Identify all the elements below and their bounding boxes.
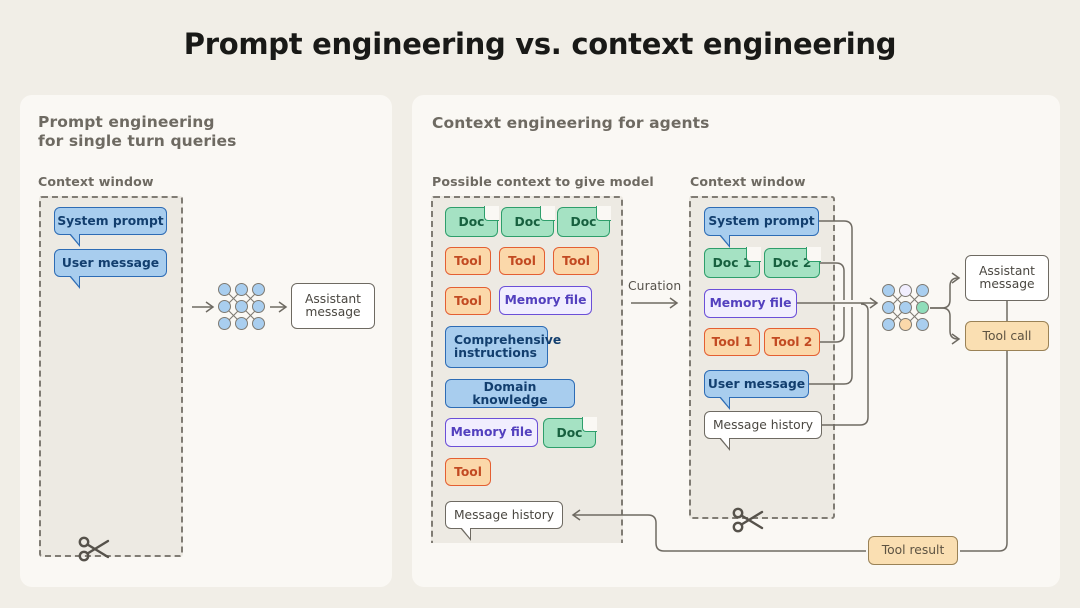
chip-tool[interactable]: Tool (445, 247, 491, 275)
scissors-icon (732, 506, 766, 538)
chip-assistant-message[interactable]: Assistant message (965, 255, 1049, 301)
chip-label: Tool 2 (771, 334, 813, 349)
chip-label: Tool call (982, 328, 1032, 343)
chip-memory-file[interactable]: Memory file (704, 289, 797, 318)
left-context-window-label: Context window (38, 174, 154, 189)
chip-label: System prompt (57, 213, 164, 228)
chip-label: Tool (454, 293, 482, 308)
chip-tool[interactable]: Tool (499, 247, 545, 275)
chip-label: Doc 1 (712, 255, 752, 270)
chip-label: Memory file (504, 293, 587, 307)
page-title: Prompt engineering vs. context engineeri… (183, 27, 897, 61)
chip-label: Assistant message (304, 292, 362, 319)
chip-system-prompt[interactable]: System prompt (54, 207, 167, 247)
panel-prompt-engineering: Prompt engineering for single turn queri… (20, 95, 392, 587)
chip-tool-result[interactable]: Tool result (868, 536, 958, 565)
chip-message-history[interactable]: Message history (704, 411, 822, 451)
chip-label: System prompt (708, 214, 815, 228)
chip-label: User message (707, 376, 806, 391)
chip-label: Memory file (450, 425, 533, 439)
doc-fold-corner-icon (805, 247, 821, 263)
chip-label: Message history (453, 507, 555, 522)
chip-tool[interactable]: Tool (445, 287, 491, 315)
doc-fold-corner-icon (581, 417, 597, 433)
chip-label: Doc (458, 214, 485, 229)
chip-label: Tool (508, 253, 536, 268)
chip-doc[interactable]: Doc (445, 206, 499, 237)
left-heading-line1: Prompt engineering (38, 113, 215, 131)
chip-doc-1[interactable]: Doc 1 (704, 247, 761, 278)
left-heading-line2: for single turn queries (38, 132, 237, 150)
chip-tool-2[interactable]: Tool 2 (764, 328, 820, 356)
possible-context-label: Possible context to give model (432, 174, 654, 189)
chip-doc-2[interactable]: Doc 2 (764, 247, 821, 278)
chip-label: Domain knowledge (472, 379, 548, 407)
right-context-window-region (689, 196, 835, 519)
chip-tool-call[interactable]: Tool call (965, 321, 1049, 351)
chip-system-prompt[interactable]: System prompt (704, 207, 819, 248)
chip-comprehensive-instructions[interactable]: Comprehensive instructions (445, 326, 561, 368)
chip-label: Doc (570, 214, 597, 229)
chip-message-history[interactable]: Message history (445, 501, 563, 541)
chip-user-message[interactable]: User message (54, 249, 167, 289)
curation-label: Curation (628, 279, 682, 293)
chip-label: Doc 2 (772, 255, 812, 270)
doc-fold-corner-icon (595, 206, 611, 222)
chip-label: Doc (514, 214, 541, 229)
chip-domain-knowledge[interactable]: Domain knowledge (445, 379, 575, 408)
chip-doc[interactable]: Doc (543, 417, 597, 448)
chip-memory-file[interactable]: Memory file (445, 418, 538, 447)
chip-user-message[interactable]: User message (704, 370, 809, 410)
right-panel-heading: Context engineering for agents (432, 114, 710, 132)
left-panel-heading: Prompt engineering for single turn queri… (38, 113, 236, 151)
scissors-icon (78, 535, 112, 567)
chip-label: Assistant message (978, 264, 1036, 291)
chip-tool[interactable]: Tool (553, 247, 599, 275)
chip-tool-1[interactable]: Tool 1 (704, 328, 760, 356)
chip-label: Memory file (709, 296, 792, 310)
chip-label: Tool (562, 253, 590, 268)
right-context-window-label: Context window (690, 174, 806, 189)
chip-label: Message history (712, 417, 814, 432)
neural-network-icon (218, 283, 266, 331)
chip-doc[interactable]: Doc (557, 206, 611, 237)
neural-network-icon (882, 284, 930, 332)
chip-label: Tool 1 (711, 334, 753, 349)
chip-memory-file[interactable]: Memory file (499, 286, 592, 315)
chip-assistant-message[interactable]: Assistant message (291, 283, 375, 329)
chip-label: Tool (454, 253, 482, 268)
chip-label: Tool (454, 464, 482, 479)
chip-label: Tool result (881, 543, 945, 557)
doc-fold-corner-icon (745, 247, 761, 263)
chip-label: User message (61, 255, 160, 270)
doc-fold-corner-icon (483, 206, 499, 222)
chip-label: Comprehensive instructions (454, 333, 562, 360)
chip-tool[interactable]: Tool (445, 458, 491, 486)
chip-label: Doc (556, 425, 583, 440)
panel-context-engineering: Context engineering for agents Possible … (412, 95, 1060, 587)
doc-fold-corner-icon (539, 206, 555, 222)
chip-doc[interactable]: Doc (501, 206, 555, 237)
